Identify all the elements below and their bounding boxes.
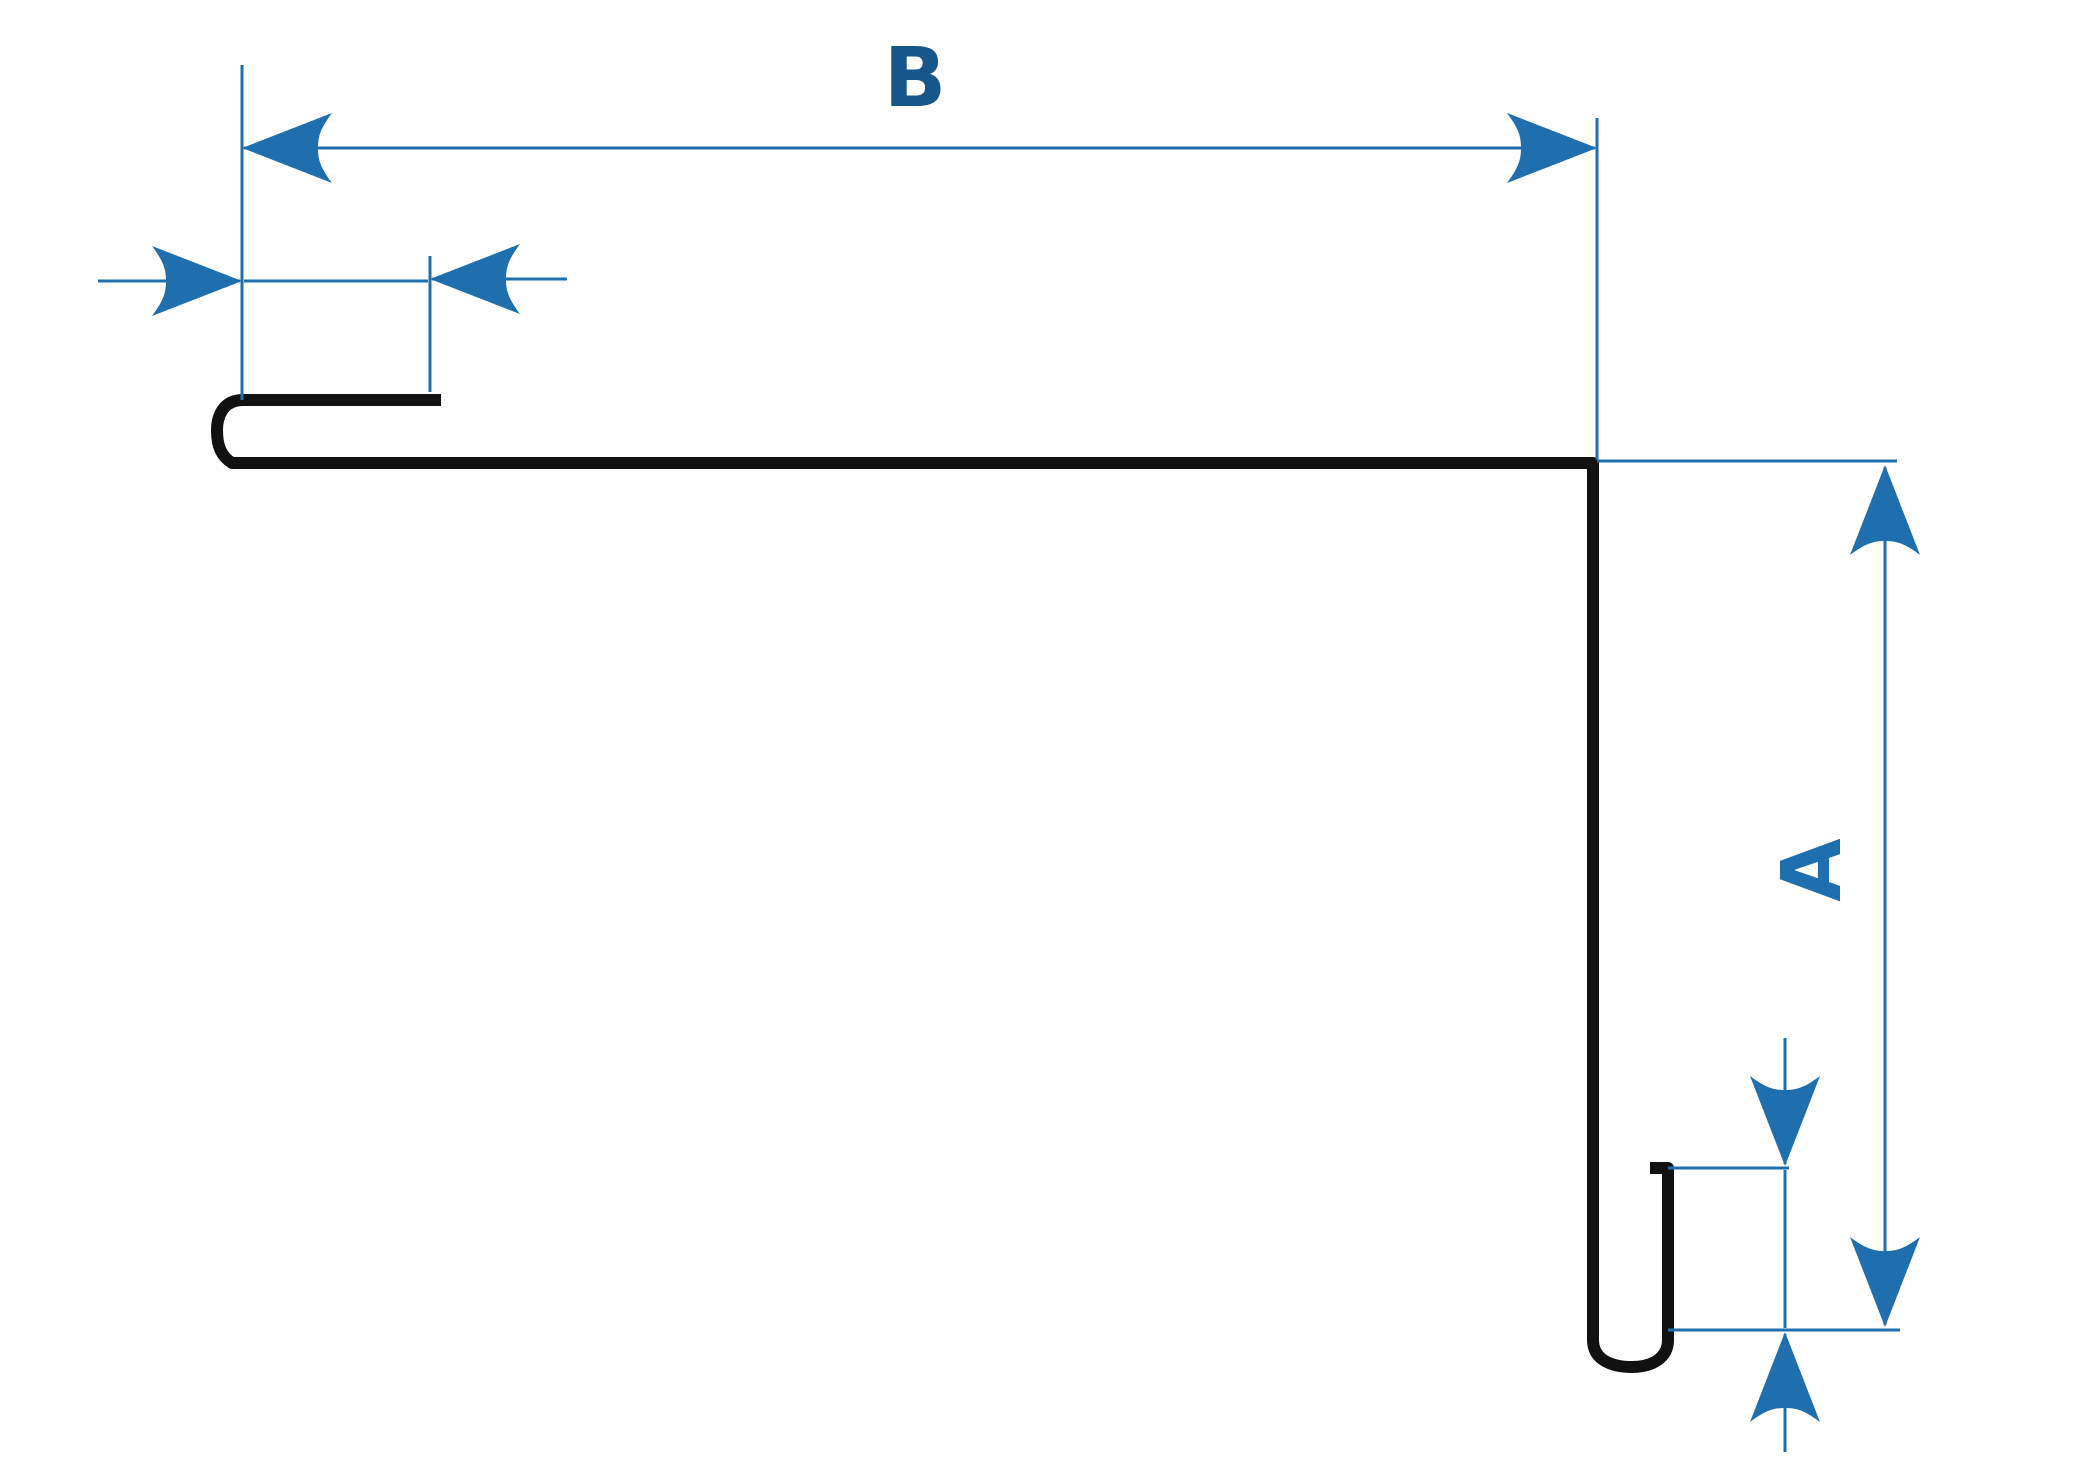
dimension-label-a: A <box>1765 838 1860 902</box>
dimension-bottom-hem <box>1668 1038 1820 1452</box>
dimension-top-hem <box>98 244 567 392</box>
dimension-label-b: B <box>884 31 947 126</box>
profile-top-hem <box>211 394 1674 1373</box>
dimension-b <box>240 65 1599 460</box>
profile-shape <box>211 394 1674 1373</box>
dimension-a <box>1597 459 1920 1332</box>
